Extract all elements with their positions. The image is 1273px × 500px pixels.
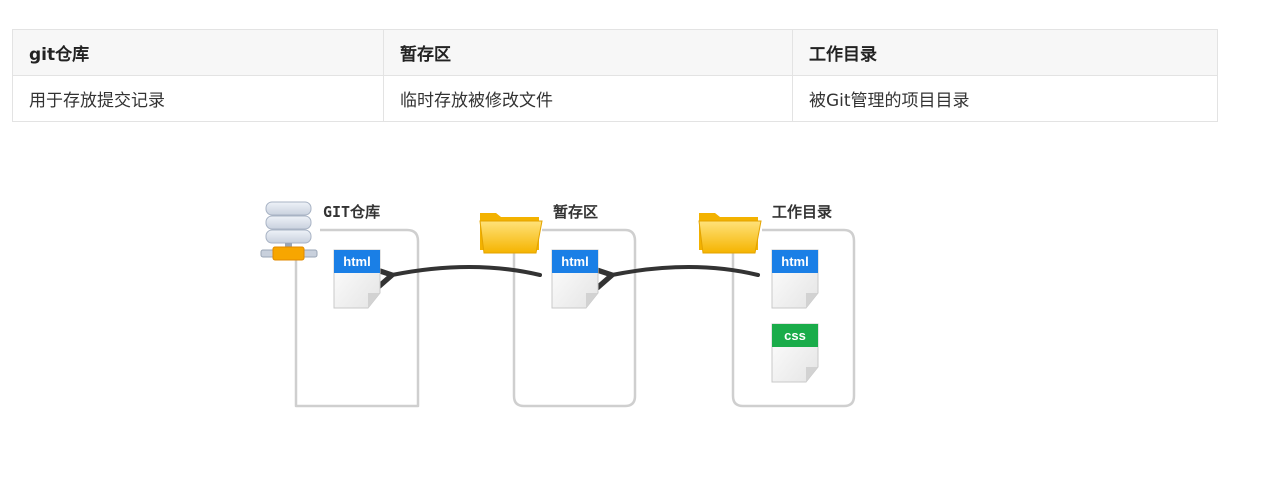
database-icon (260, 201, 318, 261)
file-tag-bg (334, 250, 380, 273)
zone-label-staging-area: 暂存区 (553, 203, 598, 221)
table-row: 用于存放提交记录 临时存放被修改文件 被Git管理的项目目录 (12, 75, 1218, 122)
header-working-directory: 工作目录 (792, 29, 1218, 76)
zone-label-working-directory: 工作目录 (772, 203, 832, 221)
file-tag-bg (772, 250, 818, 273)
file-css-working-directory: css (771, 323, 819, 383)
git-workflow-svg: GIT仓库 暂存区 工作目录 (260, 201, 856, 408)
zone-label-git-repo: GIT仓库 (323, 203, 380, 221)
file-html-git-repo: html (333, 249, 381, 309)
zone-staging-area: 暂存区 (479, 203, 637, 408)
file-html-staging-area: html (551, 249, 599, 309)
cell-staging-area-desc: 临时存放被修改文件 (383, 75, 793, 122)
file-tag-bg (552, 250, 598, 273)
git-workflow-diagram: GIT仓库 暂存区 工作目录 (252, 195, 872, 420)
file-label: html (561, 254, 588, 269)
file-label: html (343, 254, 370, 269)
file-html-working-directory: html (771, 249, 819, 309)
zone-working-directory: 工作目录 (698, 203, 856, 408)
folder-icon (698, 213, 762, 254)
arrow-staging-to-repo (392, 265, 542, 275)
table-header-row: git仓库 暂存区 工作目录 (12, 29, 1218, 76)
header-staging-area: 暂存区 (383, 29, 793, 76)
file-tag-bg (772, 324, 818, 347)
file-label: css (784, 328, 806, 343)
cell-git-repo-desc: 用于存放提交记录 (12, 75, 384, 122)
header-git-repo: git仓库 (12, 29, 384, 76)
git-areas-table: git仓库 暂存区 工作目录 用于存放提交记录 临时存放被修改文件 被Git管理… (12, 29, 1218, 122)
folder-icon (479, 213, 543, 254)
arrow-working-to-staging (612, 265, 760, 275)
file-label: html (781, 254, 808, 269)
zone-git-repo: GIT仓库 (260, 201, 420, 408)
cell-working-directory-desc: 被Git管理的项目目录 (792, 75, 1218, 122)
